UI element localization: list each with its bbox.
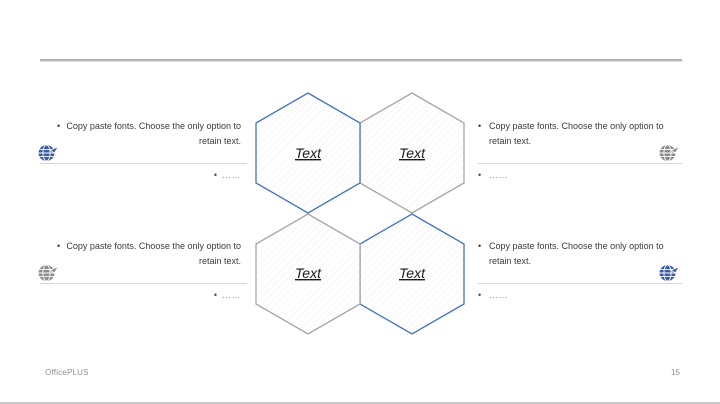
bullet-text-line2: retain text. [489, 136, 532, 146]
page-number: 15 [671, 368, 680, 377]
text-block-bottom-right: • Copy paste fonts. Choose the only opti… [478, 239, 682, 303]
hexagon-top-left [255, 92, 361, 214]
hexagon-label-top-left: Text [295, 145, 322, 161]
bullet-line: • Copy paste fonts. Choose the only opti… [40, 119, 241, 134]
hexagon-label-bottom-left: Text [295, 265, 322, 281]
ellipsis-text: …… [222, 170, 241, 180]
footer-brand: OfficePLUS [45, 368, 89, 377]
divider-line-top-left [40, 163, 247, 164]
ellipsis-text: …… [489, 170, 508, 180]
bullet-marker: • [478, 170, 482, 180]
top-divider-rule [40, 59, 682, 62]
bullet-marker: • [57, 121, 61, 131]
ellipsis-line: • …… [478, 168, 682, 183]
ellipsis-text: …… [489, 290, 508, 300]
bullet-marker: • [57, 241, 61, 251]
globe-plane-icon [659, 264, 680, 282]
hexagon-bottom-left [255, 213, 361, 335]
bullet-line: • Copy paste fonts. Choose the only opti… [40, 239, 241, 254]
bullet-text-line2: retain text. [198, 136, 241, 146]
globe-plane-icon [38, 144, 59, 162]
bullet-marker: • [213, 170, 217, 180]
bullet-line: • Copy paste fonts. Choose the only opti… [478, 239, 682, 254]
bullet-text-line1: Copy paste fonts. Choose the only option… [489, 121, 664, 131]
bullet-marker: • [478, 121, 482, 131]
globe-plane-icon [38, 264, 59, 282]
hexagon-label-bottom-right: Text [399, 265, 426, 281]
ellipsis-line: • …… [40, 168, 241, 183]
bullet-text-line1: Copy paste fonts. Choose the only option… [66, 121, 241, 131]
globe-plane-icon [659, 144, 680, 162]
bullet-text-line2: retain text. [489, 256, 532, 266]
ellipsis-line: • …… [40, 288, 241, 303]
bullet-line: • Copy paste fonts. Choose the only opti… [478, 119, 682, 134]
hexagon-label-top-right: Text [399, 145, 426, 161]
bullet-marker: • [213, 290, 217, 300]
text-block-top-right: • Copy paste fonts. Choose the only opti… [478, 119, 682, 183]
bullet-text-line2: retain text. [198, 256, 241, 266]
bullet-text-line1: Copy paste fonts. Choose the only option… [489, 241, 664, 251]
text-block-bottom-left: • Copy paste fonts. Choose the only opti… [40, 239, 241, 303]
bullet-text-line1: Copy paste fonts. Choose the only option… [66, 241, 241, 251]
text-block-top-left: • Copy paste fonts. Choose the only opti… [40, 119, 241, 183]
divider-line-top-right [478, 163, 682, 164]
divider-line-bottom-right [478, 283, 682, 284]
bullet-marker: • [478, 241, 482, 251]
divider-line-bottom-left [40, 283, 247, 284]
ellipsis-text: …… [222, 290, 241, 300]
ellipsis-line: • …… [478, 288, 682, 303]
bullet-marker: • [478, 290, 482, 300]
bottom-edge-rule [0, 402, 720, 404]
